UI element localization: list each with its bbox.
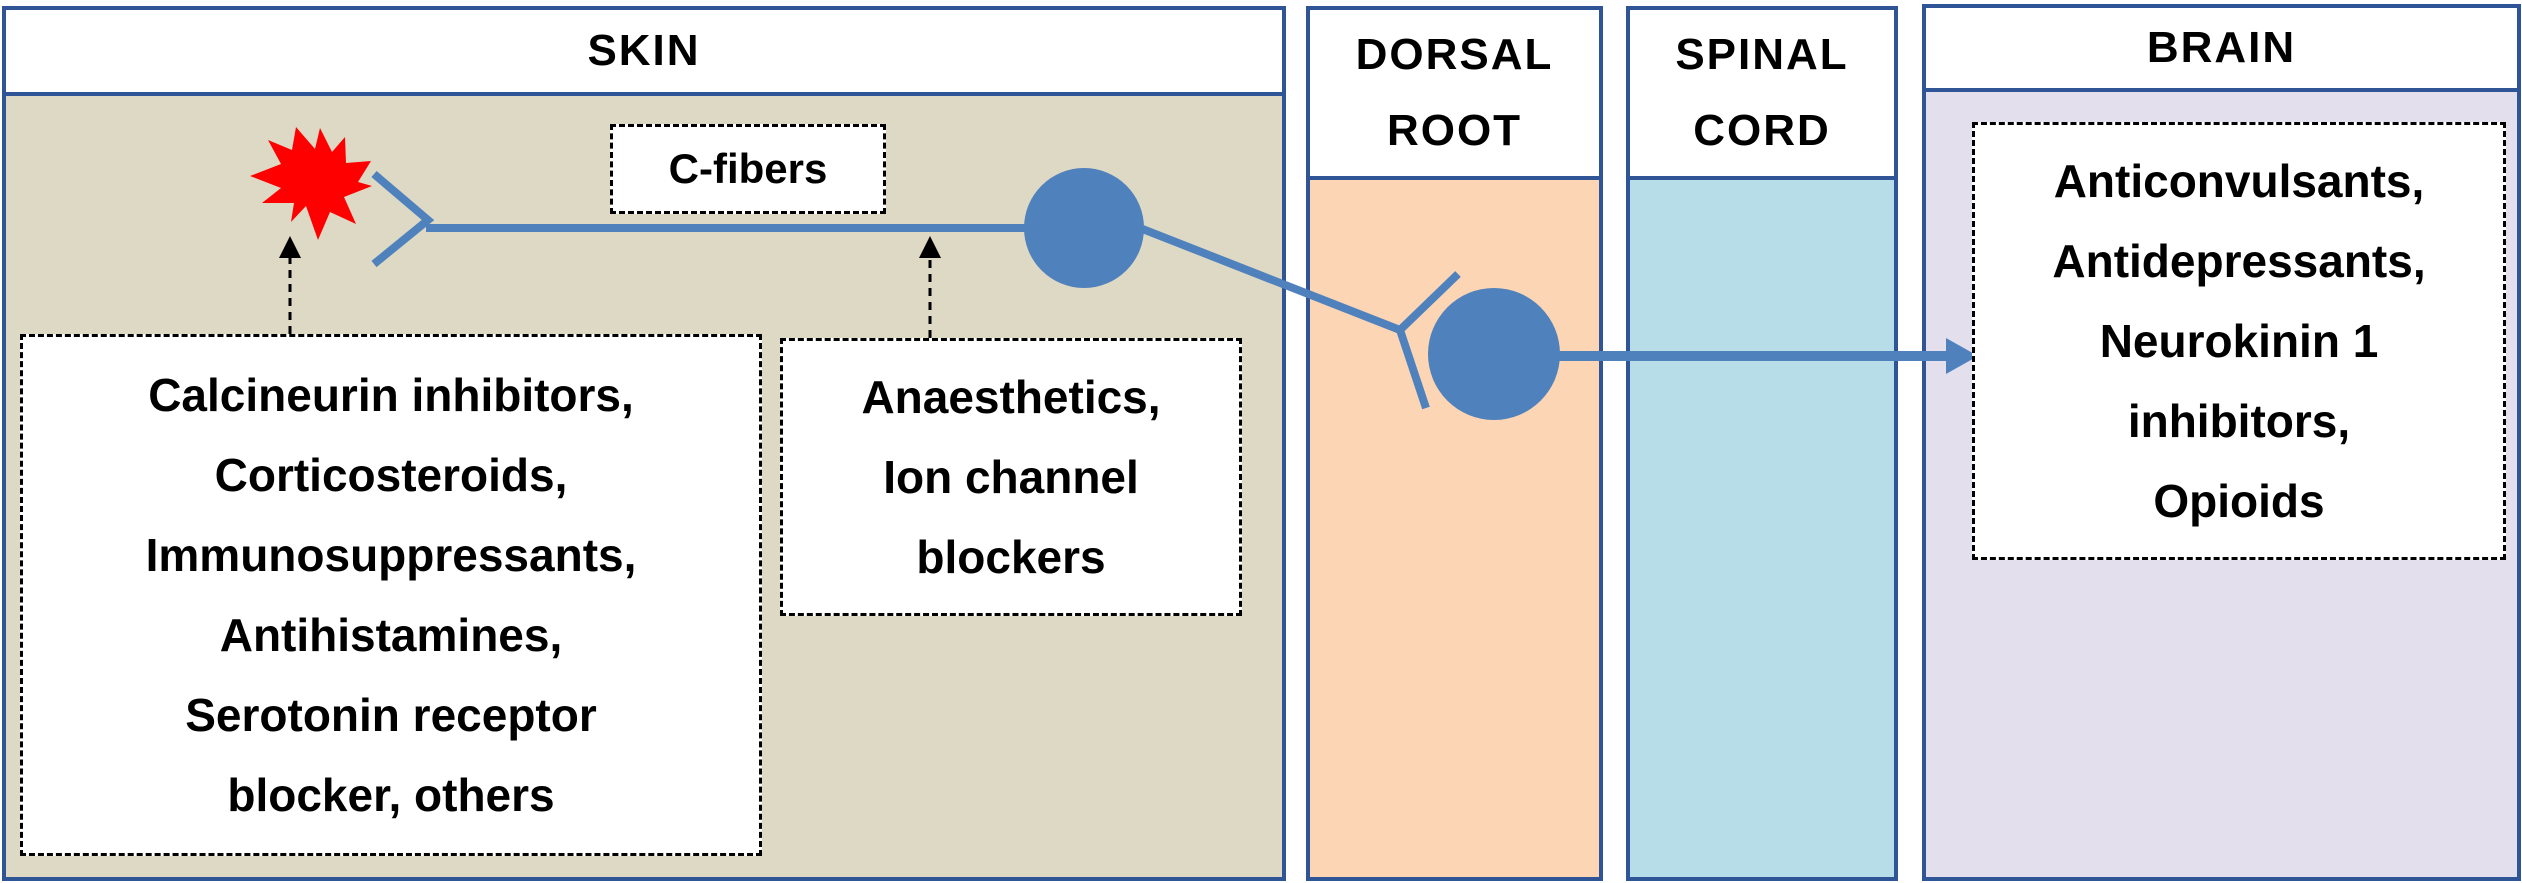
- spinal-cord-panel-title: SPINAL CORD: [1675, 30, 1849, 155]
- skin-drug-line: Antihistamines,: [219, 609, 563, 661]
- spinal-cord-panel-header: SPINAL CORD: [1630, 10, 1894, 180]
- skin-drug-line: Serotonin receptor: [185, 689, 597, 741]
- nerve-drug-box: Anaesthetics, Ion channel blockers: [780, 338, 1242, 616]
- dorsal-root-panel-body: [1310, 180, 1599, 877]
- nerve-drug-line: Anaesthetics,: [861, 371, 1161, 423]
- skin-drug-line: Calcineurin inhibitors,: [148, 369, 634, 421]
- dorsal-root-panel-header: DORSAL ROOT: [1310, 10, 1599, 180]
- skin-drug-line: Immunosuppressants,: [145, 529, 637, 581]
- central-drug-line: Anticonvulsants,: [2053, 155, 2425, 207]
- dorsal-root-panel-title: DORSAL ROOT: [1355, 30, 1554, 155]
- secondary-neuron-body: [1428, 288, 1560, 420]
- central-drug-line: inhibitors,: [2127, 395, 2351, 447]
- nerve-ending-fork: [371, 170, 435, 268]
- brain-panel-header: BRAIN: [1926, 8, 2517, 92]
- nerve-drug-line: Ion channel: [883, 451, 1139, 503]
- central-drug-line: Antidepressants,: [2052, 235, 2426, 287]
- peripheral-drug-arrowhead: [279, 236, 301, 258]
- central-drug-line: Neurokinin 1: [2099, 315, 2379, 367]
- spinal-cord-panel-body: [1630, 180, 1894, 877]
- skin-panel-title: SKIN: [587, 26, 701, 75]
- central-drug-box: Anticonvulsants, Antidepressants, Neurok…: [1972, 122, 2506, 560]
- nerve-drug-line: blockers: [916, 531, 1106, 583]
- synapse-fork-upper: [1397, 271, 1461, 333]
- brain-panel-title: BRAIN: [2146, 23, 2297, 72]
- drg-cell-body: [1024, 168, 1144, 288]
- spinal-cord-panel: SPINAL CORD: [1626, 6, 1898, 881]
- nerve-drug-arrowhead: [919, 236, 941, 258]
- skin-drug-line: blocker, others: [227, 769, 555, 821]
- skin-drug-box: Calcineurin inhibitors, Corticosteroids,…: [20, 334, 762, 856]
- central-drug-line: Opioids: [2153, 475, 2325, 527]
- c-fibers-label-text: C-fibers: [668, 145, 828, 192]
- dorsal-root-panel: DORSAL ROOT: [1306, 6, 1603, 881]
- itch-stimulus-starburst-icon: [250, 127, 372, 240]
- skin-panel-header: SKIN: [6, 10, 1282, 96]
- skin-drug-line: Corticosteroids,: [214, 449, 568, 501]
- c-fibers-label: C-fibers: [610, 124, 886, 214]
- ascending-tract-arrowhead: [1946, 338, 1978, 374]
- synapse-fork-lower: [1396, 328, 1430, 410]
- central-process: [1138, 224, 1402, 334]
